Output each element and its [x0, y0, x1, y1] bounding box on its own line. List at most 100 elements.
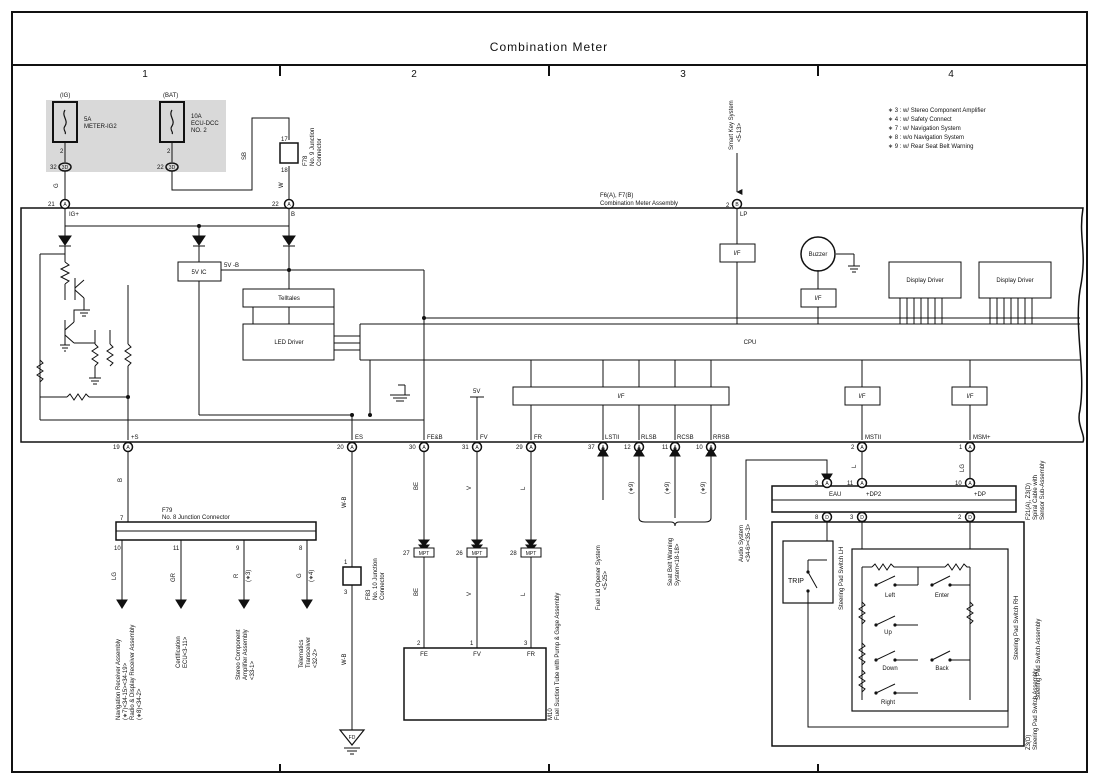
cpu-label: CPU: [744, 340, 757, 346]
wire-color: BE: [414, 588, 420, 596]
pin-number: 3: [850, 515, 854, 521]
variant-tag: (∗3): [246, 570, 252, 582]
conn-pin: 21: [48, 202, 55, 208]
mpt-pin: 27: [403, 551, 410, 557]
fuel-lid-page: <5-25>: [603, 570, 609, 590]
pin-signal: MSM+: [973, 435, 991, 441]
switch-label-back: Back: [935, 666, 949, 672]
m10-pin: 1: [470, 641, 474, 647]
f79-pin-out: 10: [114, 546, 121, 552]
junction-connector-f78: 17 18 F78 No. 9 Junction Connector: [279, 128, 323, 174]
pin-number: 11: [847, 481, 854, 487]
f78-pin-top: 17: [281, 137, 288, 143]
pin-number: 11: [662, 445, 669, 451]
if-label: I/F: [618, 394, 625, 400]
wire-color: L: [852, 464, 858, 468]
conn-letter: A: [422, 445, 426, 451]
telltales-block: Telltales: [242, 288, 335, 308]
fuse-amps: 5A: [84, 117, 91, 123]
if-label: I/F: [815, 296, 822, 302]
wire-color-sb: SB: [242, 152, 248, 160]
column-number-2: 2: [411, 69, 417, 80]
steering-pad-assembly-label: Steering Pad Switch Assembly: [1036, 619, 1042, 700]
steering-pad-lh-label: Steering Pad Switch LH: [839, 547, 845, 610]
note-line: ∗ 9 : w/ Rear Seat Belt Warning: [888, 144, 974, 150]
destination-label: (∗8)<34-2>: [137, 688, 143, 720]
f79-pin-out: 8: [299, 546, 303, 552]
m10-signal: FV: [473, 652, 481, 658]
smart-key-page: <5-13>: [737, 122, 743, 142]
switch-label-down: Down: [882, 666, 897, 672]
destination-label: Radio & Display Receiver Assembly: [130, 625, 136, 720]
f83-pin-bottom: 3: [344, 590, 348, 596]
f79-pin-out: 11: [173, 546, 180, 552]
interface-blocks: I/F I/F I/F I/F I/F: [512, 243, 988, 406]
pin-signal: FV: [480, 435, 488, 441]
pin-signal: +DP2: [866, 492, 882, 498]
conn-letter: A: [287, 202, 291, 208]
column-number-4: 4: [948, 69, 954, 80]
mpt-label: MPT: [419, 551, 430, 557]
spiral-bottom-pins: D 8 D 3 D 2: [815, 511, 976, 523]
f78-id: F78: [303, 155, 309, 166]
fuse-icon: [170, 109, 174, 135]
combination-meter-assembly: [20, 207, 1085, 443]
smart-key-system-input: Smart Key System <5-13> 2: [726, 100, 743, 209]
variant-notes: ∗ 3 : w/ Stereo Component Amplifier ∗ 4 …: [888, 108, 986, 150]
seat-belt-label: Seat Belt Warning: [668, 538, 674, 586]
conn-letter: A: [825, 481, 829, 487]
smart-key-pin: 2: [726, 203, 730, 209]
wire-color-g: G: [54, 183, 60, 188]
conn-pin: 22: [272, 202, 279, 208]
pin-fr: A 29 FR: [516, 435, 543, 453]
wire-color: V: [467, 592, 473, 596]
fuse-conn-letter: 3D: [169, 165, 176, 171]
wire-color: G: [297, 573, 303, 578]
pin-number: 31: [462, 445, 469, 451]
fuse-pin: 2: [60, 149, 64, 155]
f79-pin-in: 7: [120, 516, 124, 522]
display-driver-label: Display Driver: [996, 278, 1033, 284]
m10-pin: 2: [417, 641, 421, 647]
m10-signal: FR: [527, 652, 536, 658]
wire-color: LG: [960, 464, 966, 472]
conn-letter: A: [126, 445, 130, 451]
conn-letter: A: [968, 445, 972, 451]
pin-number: 37: [588, 445, 595, 451]
conn-letter: B: [735, 202, 739, 208]
ic-5v: 5V IC 5V -B: [177, 261, 239, 282]
note-line: ∗ 4 : w/ Safety Connect: [888, 117, 952, 123]
ground-fd-label: FD: [349, 735, 356, 741]
f83-id: F83: [366, 589, 372, 600]
wire-color: W-B: [342, 653, 348, 665]
junction-connector-f79: F79 No. 8 Junction Connector 7 10 11 9 8…: [112, 508, 317, 582]
signal-b: B: [291, 212, 295, 218]
pin-signal: FR: [534, 435, 543, 441]
audio-system-label: Audio System: [739, 525, 745, 562]
if-label: I/F: [967, 394, 974, 400]
fuse-conn-number: 32: [50, 165, 57, 171]
conn-letter: A: [475, 445, 479, 451]
top-connectors: A 21 IG+ A 22 B B LP: [48, 198, 747, 218]
signal-lp: LP: [740, 212, 747, 218]
pin-signal: LSTII: [605, 435, 620, 441]
conn-letter: A: [63, 202, 67, 208]
five-volt-label: 5V: [473, 389, 480, 395]
f83-label-2: Connector: [380, 572, 386, 600]
switch-label-enter: Enter: [935, 593, 949, 599]
note-line: ∗ 7 : w/ Navigation System: [888, 126, 961, 132]
fuse-pin: 2: [167, 149, 171, 155]
trip-switch-label: TRIP: [788, 578, 804, 585]
pin-signal: RRSB: [713, 435, 730, 441]
pin-signal: +S: [131, 435, 139, 441]
pin-number: 2: [958, 515, 962, 521]
column-number-1: 1: [142, 69, 148, 80]
switch-label-left: Left: [885, 593, 895, 599]
conn-letter: A: [529, 445, 533, 451]
buzzer: Buzzer: [800, 236, 836, 272]
pin-number: 20: [337, 445, 344, 451]
variant-tag: (∗4): [309, 570, 315, 582]
pin-rlsb: A 12 RLSB: [624, 435, 657, 453]
buzzer-label: Buzzer: [809, 252, 828, 258]
variant-tag: (∗9): [629, 482, 635, 494]
